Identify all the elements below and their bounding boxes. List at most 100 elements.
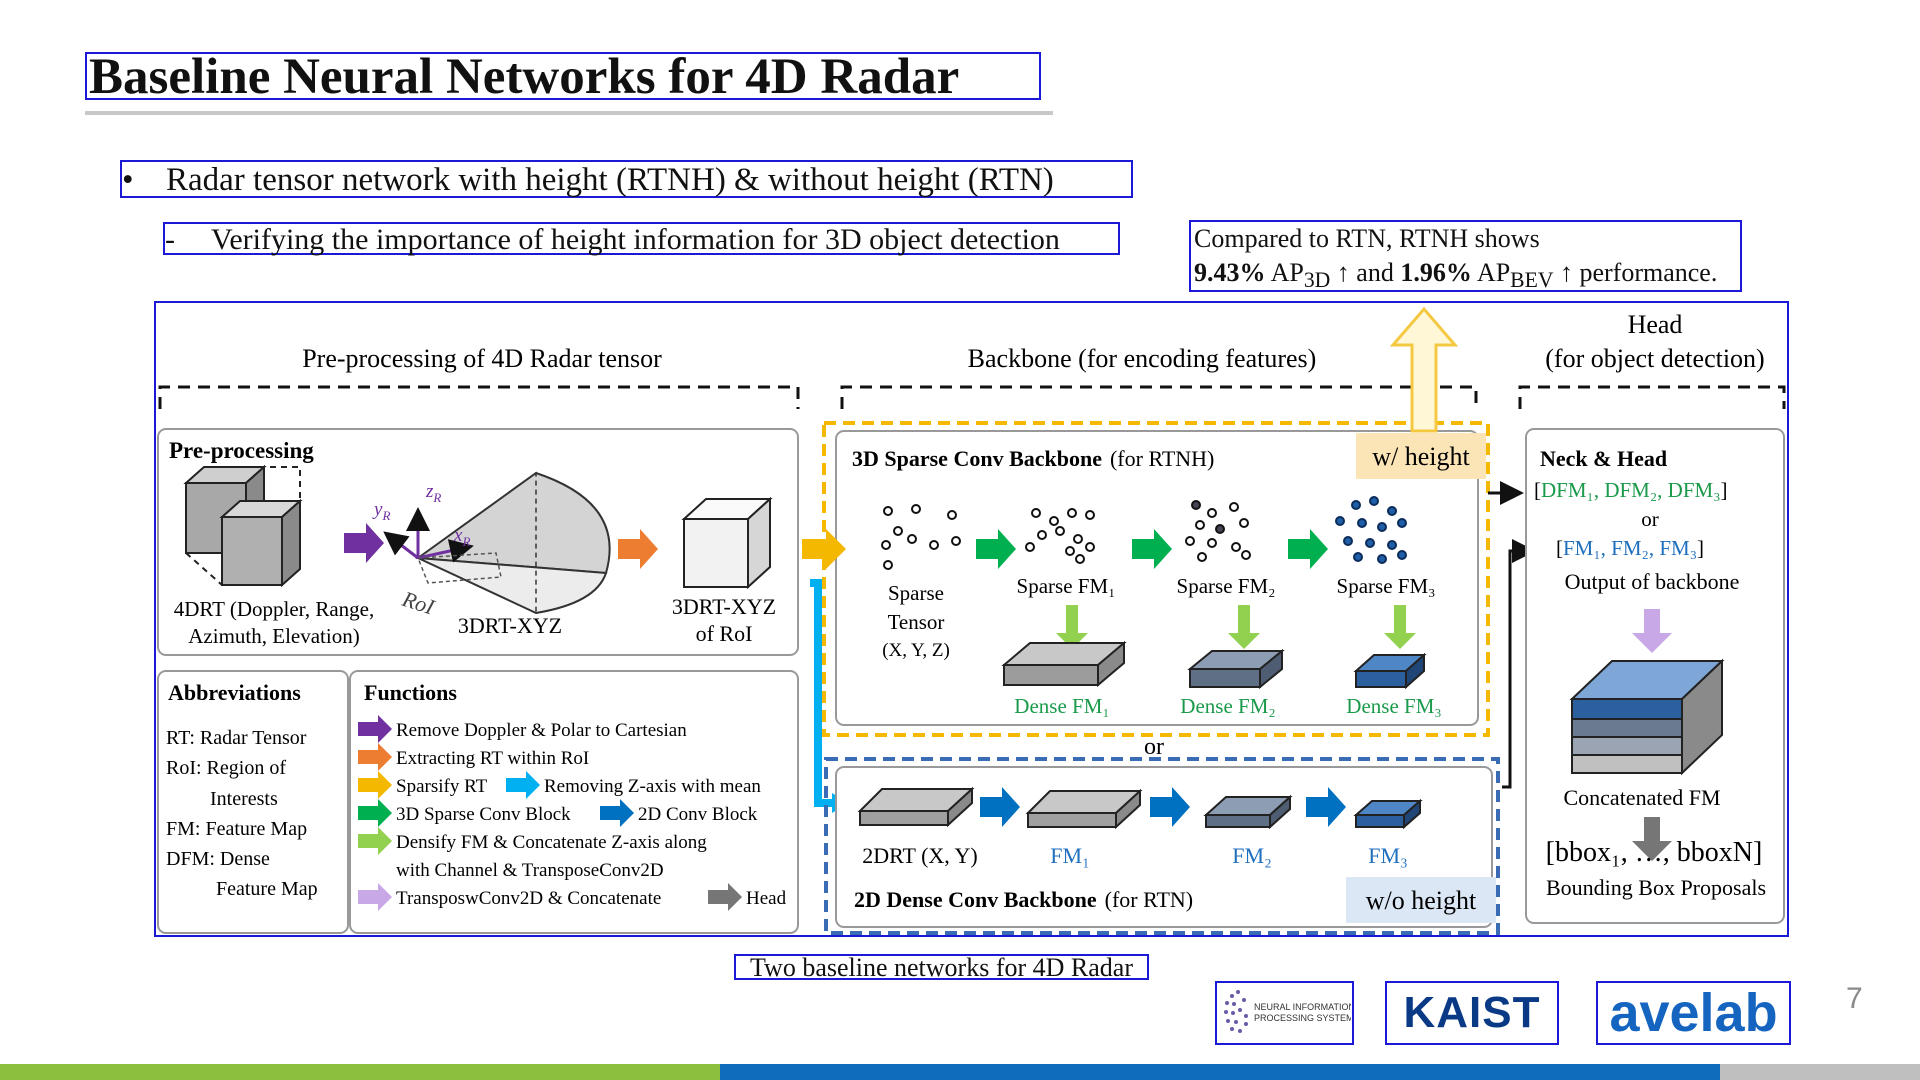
fm1-slab-icon (1025, 788, 1143, 830)
note-line1: Compared to RTN, RTNH shows (1194, 224, 1540, 253)
section-head-line2: (for object detection) (1545, 344, 1764, 373)
sparse-backbone-title: 3D Sparse Conv Backbone(for RTNH) (852, 446, 1214, 471)
3drt-xyz-fan-icon (383, 471, 611, 615)
bullet-text: Radar tensor network with height (RTNH) … (166, 162, 1054, 198)
legend-blue-arrow-icon (600, 799, 634, 827)
legend-orange-arrow-icon (358, 743, 392, 771)
architecture-diagram: Pre-processing of 4D Radar tensor Backbo… (157, 306, 1786, 935)
sparse-tensor-label1: Sparse (888, 581, 944, 605)
abbr-rt: RT: Radar Tensor (166, 727, 307, 749)
legend-f6a: TransposwConv2D & Concatenate (396, 888, 661, 909)
legend-lavender-arrow-icon (358, 883, 392, 911)
sparse-fm2-label: Sparse FM₂ (1177, 574, 1276, 598)
green-arrow-icon-3 (1288, 529, 1328, 569)
dense-fm3-slab-icon (1353, 652, 1427, 690)
kaist-logo-text: KAIST (1403, 988, 1541, 1037)
bullet-item: • Radar tensor network with height (RTNH)… (120, 160, 1133, 198)
rtn-region (824, 757, 1500, 935)
purple-arrow-icon (344, 523, 384, 563)
legend-cyan-arrow-icon (506, 771, 540, 799)
fm1-label: FM₁ (1050, 843, 1089, 868)
result-note: Compared to RTN, RTNH shows 9.43% AP3D ↑… (1189, 220, 1742, 292)
legend-f5b: with Channel & TransposeConv2D (396, 860, 664, 881)
note-metric-ap: AP (1270, 258, 1304, 287)
dense-fm1-slab-icon (1001, 640, 1127, 688)
neurips-logo: NEURAL INFORMATION PROCESSING SYSTEMS (1215, 981, 1354, 1045)
blue-arrow-icon-3 (1306, 787, 1346, 827)
abbreviations-panel (157, 670, 349, 934)
note-tail: performance. (1579, 258, 1718, 287)
page-number: 7 (1846, 982, 1863, 1015)
functions-title: Functions (364, 680, 457, 705)
kaist-logo: KAIST (1385, 981, 1559, 1045)
dfm-list: [DFM₁, DFM₂, DFM₃] (1534, 478, 1728, 502)
section-head-line1: Head (1628, 310, 1683, 339)
concatenated-fm-stack-icon (1569, 658, 1725, 776)
green-arrow-icon-2 (1132, 529, 1172, 569)
functions-panel (349, 670, 799, 934)
axis-x-label: xR (453, 525, 470, 549)
note-up-arrow2: ↑ (1559, 258, 1573, 287)
abbr-roi-cont: Interests (210, 788, 278, 810)
densify-arrow-icon-3 (1384, 605, 1416, 649)
4drt-cube-icon (183, 464, 303, 588)
note-up-arrow: ↑ (1336, 258, 1350, 287)
dense-fm2-slab-icon (1187, 648, 1285, 690)
output-of-backbone-label: Output of backbone (1565, 569, 1740, 594)
3drt-xyz-label: 3DRT-XYZ (458, 613, 562, 638)
lavender-arrow-icon (1632, 609, 1672, 653)
function-legend: Remove Doppler & Polar to Cartesian Extr… (358, 715, 787, 911)
blue-arrow-icon-1 (980, 787, 1020, 827)
note-line2: 9.43% AP3D ↑ and 1.96% APBEV ↑ performan… (1194, 256, 1740, 297)
or-separator: or (1144, 734, 1164, 760)
sparse-backbone-panel (835, 430, 1479, 726)
legend-f4a: 3D Sparse Conv Block (396, 804, 571, 825)
sparse-fm3-label: Sparse FM₃ (1337, 574, 1436, 598)
bbox-label: [bbox₁, …, bboxN] (1546, 837, 1763, 868)
section-preprocessing: Pre-processing of 4D Radar tensor (302, 344, 662, 373)
section-brackets (158, 385, 1786, 409)
footer-bar-gray (1720, 1064, 1920, 1080)
legend-f2: Extracting RT within RoI (396, 748, 589, 769)
note-metric-sub-bev: BEV (1510, 268, 1554, 293)
rtnh-region (822, 421, 1490, 737)
sparse-fm1-label: Sparse FM₁ (1017, 574, 1116, 598)
legend-f6b: Head (746, 888, 787, 909)
legend-gray-arrow-icon (708, 883, 742, 911)
fm2-slab-icon (1203, 794, 1293, 830)
bullet-marker: • (122, 162, 134, 198)
sparse-fm3-points-icon (1335, 496, 1407, 564)
sparse-tensor-label2: Tensor (888, 610, 945, 634)
legend-lightgreen-arrow-icon (358, 827, 392, 855)
dense-fm3-label: Dense FM₃ (1346, 694, 1441, 718)
abbr-dfm-cont: Feature Map (216, 878, 318, 900)
4drt-label-line2: Azimuth, Elevation) (188, 624, 359, 648)
slide-title: Baseline Neural Networks for 4D Radar (85, 52, 1041, 103)
fm3-label: FM₃ (1368, 843, 1407, 868)
legend-f4b: 2D Conv Block (638, 804, 758, 825)
legend-green-arrow-icon (358, 799, 392, 827)
sub-bullet-item: -Verifying the importance of height info… (163, 222, 1120, 255)
note-value-apbev: 1.96% (1400, 258, 1472, 287)
abbr-roi: RoI: Region of (166, 757, 286, 779)
bounding-box-proposals-label: Bounding Box Proposals (1546, 875, 1766, 900)
sparse-fm1-points-icon (1025, 508, 1095, 564)
2drt-label: 2DRT (X, Y) (862, 843, 977, 868)
gray-arrow-icon (1632, 817, 1672, 861)
preprocessing-title: Pre-processing (169, 438, 314, 463)
2drt-slab-icon (857, 786, 975, 828)
fm-list: [FM₁, FM₂, FM₃] (1556, 536, 1704, 560)
figure-caption: Two baseline networks for 4D Radar (734, 954, 1149, 981)
w-height-tag (1356, 433, 1486, 479)
avelab-logo-text: avelab (1609, 983, 1778, 1043)
architecture-figure: Pre-processing of 4D Radar tensor Backbo… (154, 301, 1789, 937)
neurips-text2: PROCESSING SYSTEMS (1254, 1013, 1351, 1023)
fm3-slab-icon (1353, 798, 1423, 830)
legend-f3b: Removing Z-axis with mean (544, 776, 761, 797)
3drt-roi-label-line2: of RoI (696, 621, 753, 646)
abbreviations-title: Abbreviations (168, 680, 301, 705)
sparse-fm2-points-icon (1185, 500, 1251, 562)
note-and: and (1356, 258, 1394, 287)
legend-f5a: Densify FM & Concatenate Z-axis along (396, 832, 707, 853)
orange-arrow-icon (618, 529, 658, 569)
